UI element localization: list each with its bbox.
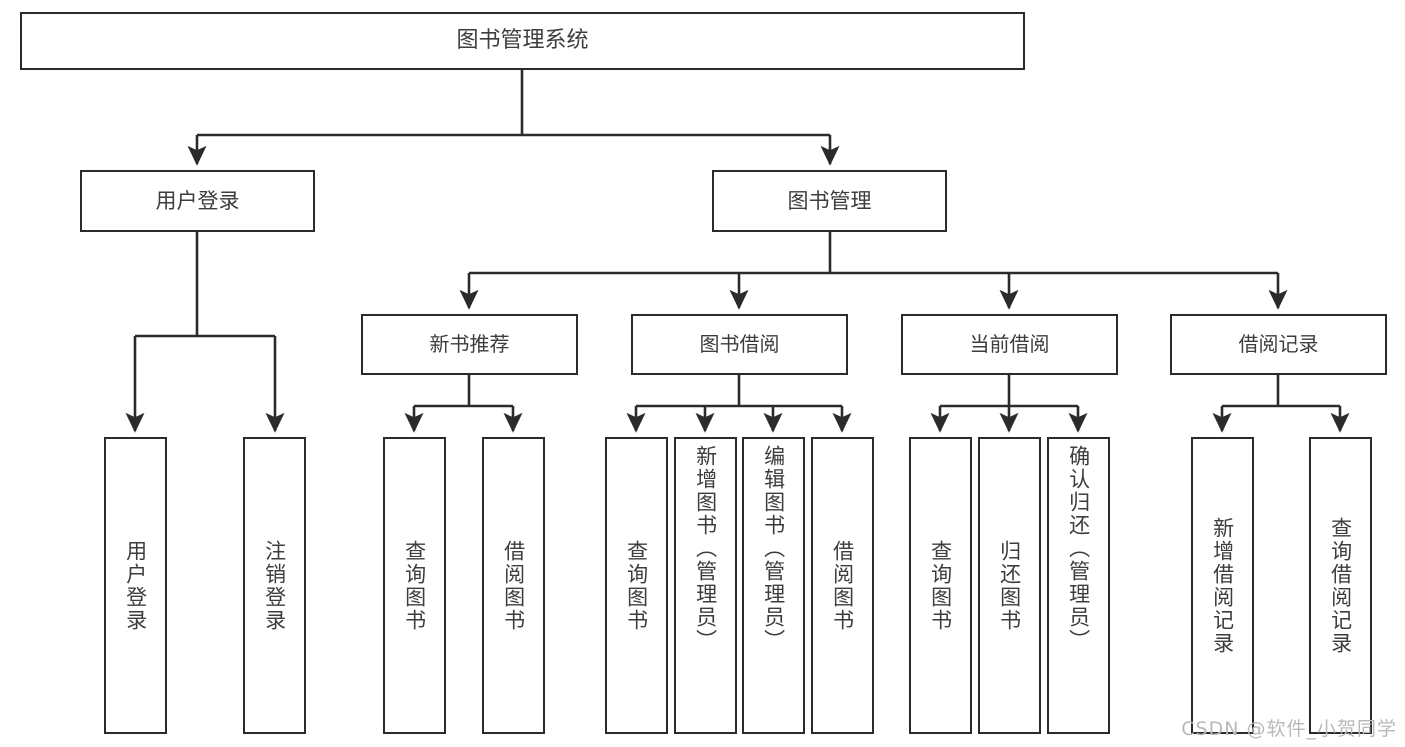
node-leaf-add-record[interactable]: 新增借阅记录 [1191,437,1254,734]
node-leaf-borrow-book-1[interactable]: 借阅图书 [482,437,545,734]
node-leaf-borrow-book-1-label: 借阅图书 [501,539,526,632]
node-leaf-user-logout-label: 注销登录 [262,539,287,632]
node-leaf-user-logout[interactable]: 注销登录 [243,437,306,734]
node-new-book-recommend[interactable]: 新书推荐 [361,314,578,375]
node-borrow-record-label: 借阅记录 [1238,332,1319,356]
node-new-book-recommend-label: 新书推荐 [429,332,510,356]
node-leaf-add-record-label: 新增借阅记录 [1210,516,1235,655]
watermark: CSDN @软件_小贺同学 [1181,718,1397,740]
node-leaf-edit-book-label: 编辑图书（管理员） [761,445,786,652]
node-leaf-add-book[interactable]: 新增图书（管理员） [674,437,737,734]
node-leaf-confirm-return[interactable]: 确认归还（管理员） [1047,437,1110,734]
node-book-manage-label: 图书管理 [787,188,872,213]
node-leaf-return-book[interactable]: 归还图书 [978,437,1041,734]
node-leaf-query-book-2[interactable]: 查询图书 [605,437,668,734]
node-leaf-query-book-3-label: 查询图书 [928,539,953,632]
node-book-borrow[interactable]: 图书借阅 [631,314,848,375]
node-leaf-query-book-1[interactable]: 查询图书 [383,437,446,734]
node-leaf-confirm-return-label: 确认归还（管理员） [1066,445,1091,652]
node-borrow-record[interactable]: 借阅记录 [1170,314,1387,375]
node-user-login-label: 用户登录 [155,188,240,213]
node-leaf-return-book-label: 归还图书 [997,539,1022,632]
node-leaf-query-book-1-label: 查询图书 [402,539,427,632]
node-leaf-query-book-3[interactable]: 查询图书 [909,437,972,734]
node-leaf-query-record[interactable]: 查询借阅记录 [1309,437,1372,734]
node-root[interactable]: 图书管理系统 [20,12,1025,70]
node-leaf-edit-book[interactable]: 编辑图书（管理员） [742,437,805,734]
node-leaf-query-book-2-label: 查询图书 [624,539,649,632]
node-current-borrow-label: 当前借阅 [969,332,1050,356]
node-leaf-user-login[interactable]: 用户登录 [104,437,167,734]
node-leaf-user-login-label: 用户登录 [123,539,148,632]
node-leaf-borrow-book-2[interactable]: 借阅图书 [811,437,874,734]
node-book-manage[interactable]: 图书管理 [712,170,947,232]
node-leaf-query-record-label: 查询借阅记录 [1328,516,1353,655]
node-book-borrow-label: 图书借阅 [699,332,780,356]
node-leaf-borrow-book-2-label: 借阅图书 [830,539,855,632]
node-leaf-add-book-label: 新增图书（管理员） [693,445,718,652]
node-current-borrow[interactable]: 当前借阅 [901,314,1118,375]
node-root-label: 图书管理系统 [456,28,589,54]
node-user-login[interactable]: 用户登录 [80,170,315,232]
